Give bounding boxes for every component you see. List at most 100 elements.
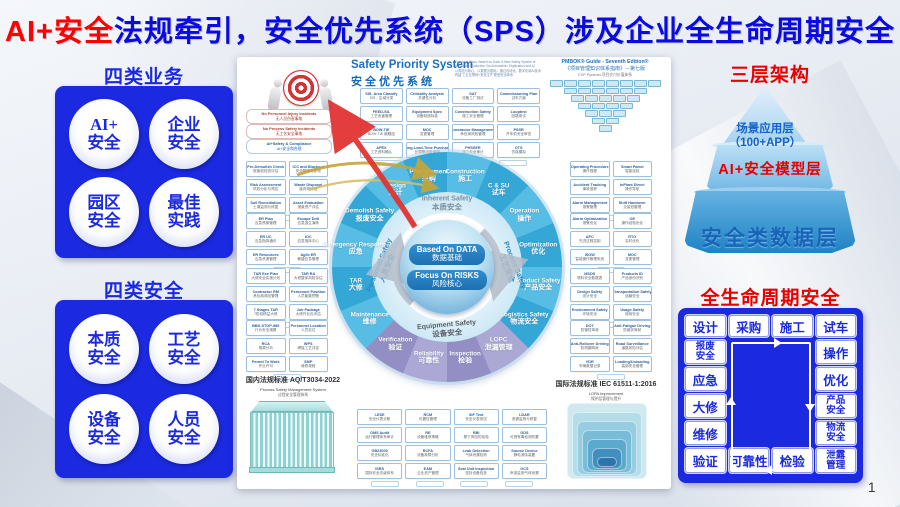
lifecycle-cell-logistics[interactable]: 物流安全	[815, 421, 856, 445]
lifecycle-cell-emergency[interactable]: 应急	[685, 367, 726, 391]
lifecycle-cell-optimization[interactable]: 优化	[815, 367, 856, 391]
safety-item-process[interactable]: 工艺安全	[149, 314, 219, 384]
lifecycle-cell-reliability[interactable]: 可靠性	[728, 448, 769, 473]
safety-item-equipment[interactable]: 设备安全	[69, 394, 139, 464]
safety-item-inherent[interactable]: 本质安全	[69, 314, 139, 384]
lifecycle-cell-demolish[interactable]: 报废安全	[685, 340, 726, 364]
lifecycle-cell-operation[interactable]: 操作	[815, 340, 856, 364]
funnel-layer-data[interactable]	[684, 191, 856, 253]
lifecycle-cell-product-safety[interactable]: 产品安全	[815, 394, 856, 418]
funnel-layer-model[interactable]	[706, 145, 834, 190]
business-item-best-practice[interactable]: 最佳实践	[149, 177, 219, 247]
lifecycle-cell-maintenance[interactable]: 维修	[685, 421, 726, 445]
lifecycle-cell-design[interactable]: 设计	[685, 315, 726, 337]
safety-item-personnel[interactable]: 人员安全	[149, 394, 219, 464]
lifecycle-cell-inspection[interactable]: 检验	[772, 448, 813, 473]
business-item-enterprise-safety[interactable]: 企业安全	[149, 99, 219, 169]
lifecycle-cell-construction[interactable]: 施工	[772, 315, 813, 337]
business-item-park-safety[interactable]: 园区安全	[69, 177, 139, 247]
lifecycle-cell-tar[interactable]: 大修	[685, 394, 726, 418]
lifecycle-cell-procurement[interactable]: 采购	[728, 315, 769, 337]
lifecycle-cell-commissioning[interactable]: 试车	[815, 315, 856, 337]
business-item-ai-safety[interactable]: AI+安全	[69, 99, 139, 169]
